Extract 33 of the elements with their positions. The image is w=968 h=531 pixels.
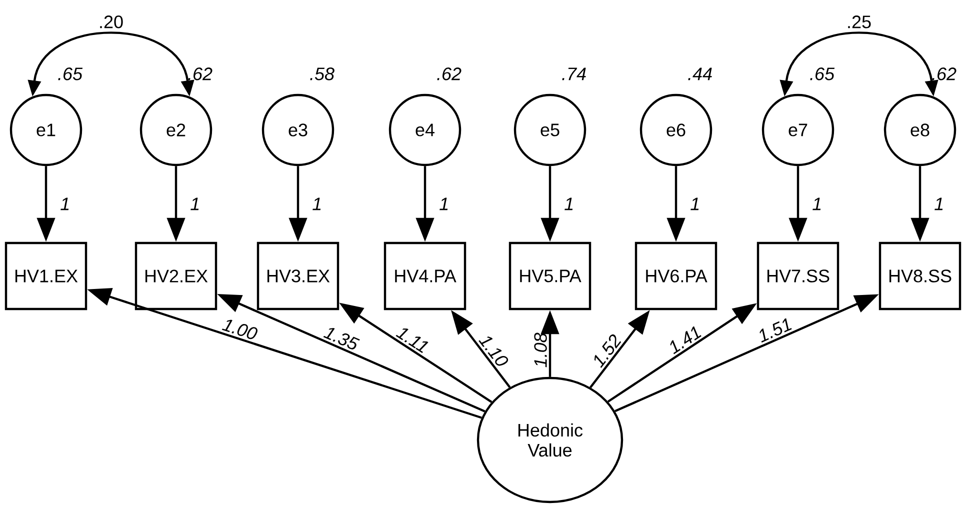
edge-label: 1.08 xyxy=(534,332,547,368)
edge-label: 1.51 xyxy=(760,318,792,343)
variable-box: HV2.EX xyxy=(134,242,218,310)
variance-label: .44 xyxy=(688,68,712,80)
edge-label: .20 xyxy=(98,14,125,30)
variable-box: HV7.SS xyxy=(756,242,840,310)
edge-label: 1 xyxy=(312,198,321,210)
variance-label: .62 xyxy=(932,68,956,80)
edge-label: 1 xyxy=(60,198,69,210)
variable-box: HV8.SS xyxy=(878,242,962,310)
variance-label: .65 xyxy=(810,68,835,80)
variance-label: .65 xyxy=(58,68,83,80)
edge-label: 1.41 xyxy=(670,326,702,354)
variance-label: .62 xyxy=(437,68,462,80)
edge-label: .25 xyxy=(846,14,873,30)
variable-box: HV6.PA xyxy=(634,242,718,310)
edge-label: 1 xyxy=(564,198,573,210)
variable-box: HV4.PA xyxy=(384,242,466,310)
variance-label: .58 xyxy=(310,68,334,80)
variance-label: .62 xyxy=(188,68,212,80)
edge-label: 1 xyxy=(190,198,199,210)
variable-box: HV1.EX xyxy=(4,242,88,310)
edge-label: 1 xyxy=(690,198,699,210)
edge-label: 1.00 xyxy=(222,320,258,340)
variable-box: HV5.PA xyxy=(508,242,592,310)
edge-label: 1 xyxy=(440,198,448,210)
edge-label: 1.10 xyxy=(478,336,508,366)
edge-label: 1 xyxy=(934,198,943,210)
variable-box: HV3.EX xyxy=(256,242,340,310)
edge-label: 1.35 xyxy=(323,328,360,350)
edge-label: 1 xyxy=(812,198,821,210)
edge-label: 1.11 xyxy=(396,328,428,354)
variance-label: .74 xyxy=(562,68,586,80)
